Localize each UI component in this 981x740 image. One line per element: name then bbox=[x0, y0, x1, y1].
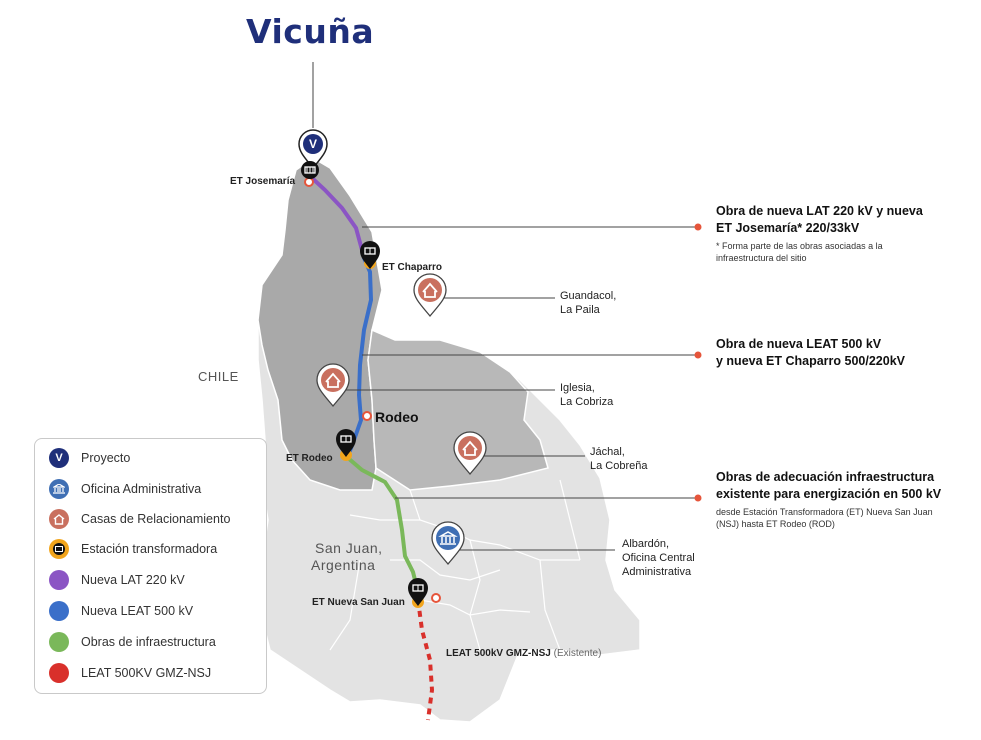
iglesia-label-line2: La Cobriza bbox=[560, 396, 614, 408]
legend-label: Estación transformadora bbox=[81, 542, 218, 556]
iglesia-department bbox=[257, 157, 383, 491]
legend-label: Oficina Administrativa bbox=[81, 482, 202, 496]
legend-label: Casas de Relacionamiento bbox=[81, 512, 231, 526]
substation-pin-nueva-san-juan-icon bbox=[408, 578, 428, 608]
route-leat-500 bbox=[346, 256, 374, 458]
station-nueva-san-juan-label: ET Nueva San Juan bbox=[312, 597, 405, 608]
legend-item-leat-500: Nueva LEAT 500 kV bbox=[49, 600, 193, 622]
office-label-line3: Administrativa bbox=[622, 566, 692, 578]
annotation-leat-500-line2: y nueva ET Chaparro 500/220kV bbox=[716, 354, 905, 368]
existing-line-label: LEAT 500kV GMZ-NSJ (Existente) bbox=[446, 648, 601, 659]
house-pin-jachal-icon bbox=[453, 431, 487, 476]
house-icon bbox=[49, 509, 69, 529]
chile-label: CHILE bbox=[198, 369, 239, 384]
legend-item-oficina: Oficina Administrativa bbox=[49, 478, 201, 500]
office-label-line2: Oficina Central bbox=[622, 552, 695, 564]
jachal-label-line2: La Cobreña bbox=[590, 460, 648, 472]
house-pin-guandacol-icon bbox=[413, 273, 447, 318]
office-label-line1: Albardón, bbox=[622, 538, 670, 550]
legend-label: Proyecto bbox=[81, 451, 131, 465]
guandacol-label-line2: La Paila bbox=[560, 304, 600, 316]
annotation-leat-500-line1: Obra de nueva LEAT 500 kV bbox=[716, 337, 882, 351]
substation-icon bbox=[49, 539, 69, 559]
existing-line-status: (Existente) bbox=[553, 648, 602, 659]
substation-pin-chaparro-icon bbox=[360, 241, 380, 269]
legend-label: Obras de infraestructura bbox=[81, 635, 216, 649]
station-josemaria-label: ET Josemaría bbox=[230, 176, 296, 187]
legend-item-infra: Obras de infraestructura bbox=[49, 631, 216, 653]
annotation-lat-220-line2: ET Josemaría* 220/33kV bbox=[716, 221, 860, 235]
infra-icon bbox=[49, 632, 69, 652]
line-500-icon bbox=[49, 601, 69, 621]
office-icon bbox=[49, 479, 69, 499]
route-lat-220 bbox=[310, 176, 364, 252]
legend-item-existing: LEAT 500KV GMZ-NSJ bbox=[49, 662, 211, 684]
map-legend: V Proyecto Oficina Administrativa Casas … bbox=[34, 438, 267, 694]
argentina-label: Argentina bbox=[311, 557, 376, 573]
station-rodeo-label: ET Rodeo bbox=[286, 453, 333, 464]
office-pin-albardon-icon bbox=[431, 521, 465, 566]
town-dots bbox=[304, 177, 441, 603]
route-existing-gmz-nsj bbox=[416, 599, 435, 721]
annotation-infra-sub2: (NSJ) hasta ET Rodeo (ROD) bbox=[716, 519, 835, 529]
legend-item-lat-220: Nueva LAT 220 kV bbox=[49, 569, 185, 591]
jachal-department bbox=[367, 328, 549, 491]
existing-line-icon bbox=[49, 663, 69, 683]
page-title: Vicuña bbox=[246, 12, 375, 51]
svg-text:V: V bbox=[309, 137, 317, 151]
annotation-leat-500: Obra de nueva LEAT 500 kV y nueva ET Cha… bbox=[716, 336, 905, 370]
house-pin-iglesia-icon bbox=[316, 363, 350, 408]
department-borders bbox=[329, 479, 581, 651]
v-logo-icon: V bbox=[49, 448, 69, 468]
annotation-lat-220-line1: Obra de nueva LAT 220 kV y nueva bbox=[716, 204, 923, 218]
annotation-infra-sub1: desde Estación Transformadora (ET) Nueva… bbox=[716, 507, 933, 517]
guandacol-label-line1: Guandacol, bbox=[560, 290, 617, 302]
town-rodeo-label: Rodeo bbox=[375, 409, 419, 425]
line-220-icon bbox=[49, 570, 69, 590]
legend-item-estacion: Estación transformadora bbox=[49, 538, 217, 560]
annotation-infra-line2: existente para energización en 500 kV bbox=[716, 487, 942, 501]
station-chaparro-label: ET Chaparro bbox=[382, 262, 443, 273]
legend-item-proyecto: V Proyecto bbox=[49, 447, 130, 469]
legend-item-casas: Casas de Relacionamiento bbox=[49, 508, 230, 530]
project-v-pin-icon: V bbox=[298, 129, 328, 170]
legend-label: Nueva LEAT 500 kV bbox=[81, 604, 194, 618]
iglesia-label-line1: Iglesia, bbox=[560, 382, 595, 394]
annotation-infra-line1: Obras de adecuación infraestructura bbox=[716, 470, 935, 484]
substation-pin-josemaria-icon bbox=[301, 161, 319, 179]
substation-pin-rodeo-icon bbox=[336, 429, 356, 461]
existing-line-name: LEAT 500kV GMZ-NSJ bbox=[446, 648, 551, 659]
legend-label: LEAT 500KV GMZ-NSJ bbox=[81, 666, 212, 680]
callout-lines bbox=[312, 62, 698, 551]
jachal-label-line1: Jáchal, bbox=[590, 446, 625, 458]
annotation-lat-220-sub1: * Forma parte de las obras asociadas a l… bbox=[716, 241, 883, 251]
callout-dots bbox=[694, 223, 702, 502]
route-infra bbox=[346, 456, 420, 594]
legend-label: Nueva LAT 220 kV bbox=[81, 573, 185, 587]
annotation-lat-220-sub2: infraestructura del sitio bbox=[716, 253, 807, 263]
annotation-lat-220: Obra de nueva LAT 220 kV y nueva ET Jose… bbox=[716, 203, 923, 264]
san-juan-label: San Juan, bbox=[315, 540, 383, 556]
annotation-infra: Obras de adecuación infraestructura exis… bbox=[716, 469, 941, 530]
